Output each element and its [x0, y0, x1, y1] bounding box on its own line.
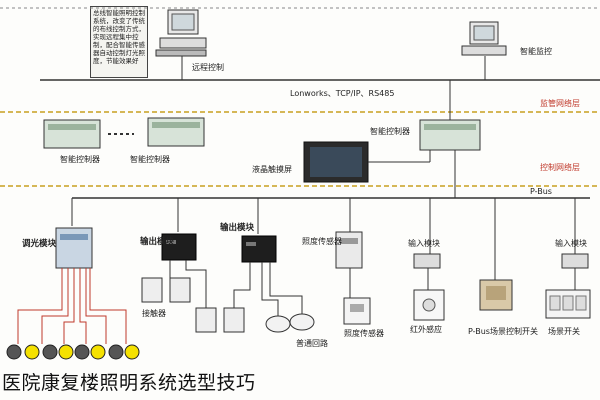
- ceiling-lamp-icon: [265, 313, 315, 333]
- bus-protocol-label: Lonworks、TCP/IP、RS485: [290, 89, 394, 98]
- controller-right-label: 智能控制器: [370, 126, 410, 136]
- output-module-1: [161, 233, 197, 261]
- sensor-module-label: 照度传感器: [302, 236, 342, 246]
- light-sensor-label: 照度传感器: [344, 328, 384, 338]
- input-module-1: [413, 253, 441, 269]
- monitor-pc-icon: [461, 21, 507, 56]
- contactor-label: 接触器: [142, 308, 166, 318]
- input-module-3: [561, 253, 589, 269]
- infrared-sensor: [413, 289, 445, 321]
- controller-mid-label: 智能控制器: [130, 154, 170, 164]
- remote-control-label: 远程控制: [192, 62, 224, 72]
- input-module-3-label: 输入模块: [555, 238, 587, 248]
- monitor-label: 智能监控: [520, 46, 552, 56]
- lamp-row: [6, 344, 140, 360]
- controller-left-label: 智能控制器: [60, 154, 100, 164]
- lcd-panel-label: 液晶触摸屏: [252, 164, 292, 174]
- output-module-1-label: 输出模块: [140, 236, 175, 247]
- output-module-2-label: 输出模块: [220, 222, 255, 233]
- management-layer-label: 监管网络层: [540, 98, 580, 108]
- infrared-label: 红外感应: [410, 324, 442, 334]
- contactor-group: [141, 277, 245, 333]
- control-layer-label: 控制网络层: [540, 162, 580, 172]
- light-sensor-device: [343, 297, 371, 325]
- controller-left: [43, 119, 101, 149]
- output-module-2: [241, 235, 277, 263]
- description-note: 总线智能照明控制系统，改变了传统的布线控制方式，实现远程集中控制，配合智能传感器…: [90, 6, 148, 78]
- lcd-panel: [303, 141, 369, 183]
- pbus-panel-label: P-Bus场景控制开关: [468, 326, 538, 336]
- dimming-module-label: 调光模块: [22, 238, 57, 249]
- controller-right: [419, 119, 481, 151]
- scene-switch: [545, 289, 591, 319]
- input-module-1-label: 输入模块: [408, 238, 440, 248]
- sensor-module: [335, 231, 363, 269]
- pbus-label: P-Bus: [530, 187, 552, 196]
- pbus-scene-panel: [479, 279, 513, 311]
- dimming-module: [55, 227, 93, 269]
- controller-mid: [147, 117, 205, 147]
- remote-pc-icon: [155, 9, 207, 57]
- scene-switch-label: 场景开关: [548, 326, 580, 336]
- caption-title: 医院康复楼照明系统选型技巧: [2, 372, 256, 394]
- lamp-group-label: 普通回路: [296, 338, 328, 348]
